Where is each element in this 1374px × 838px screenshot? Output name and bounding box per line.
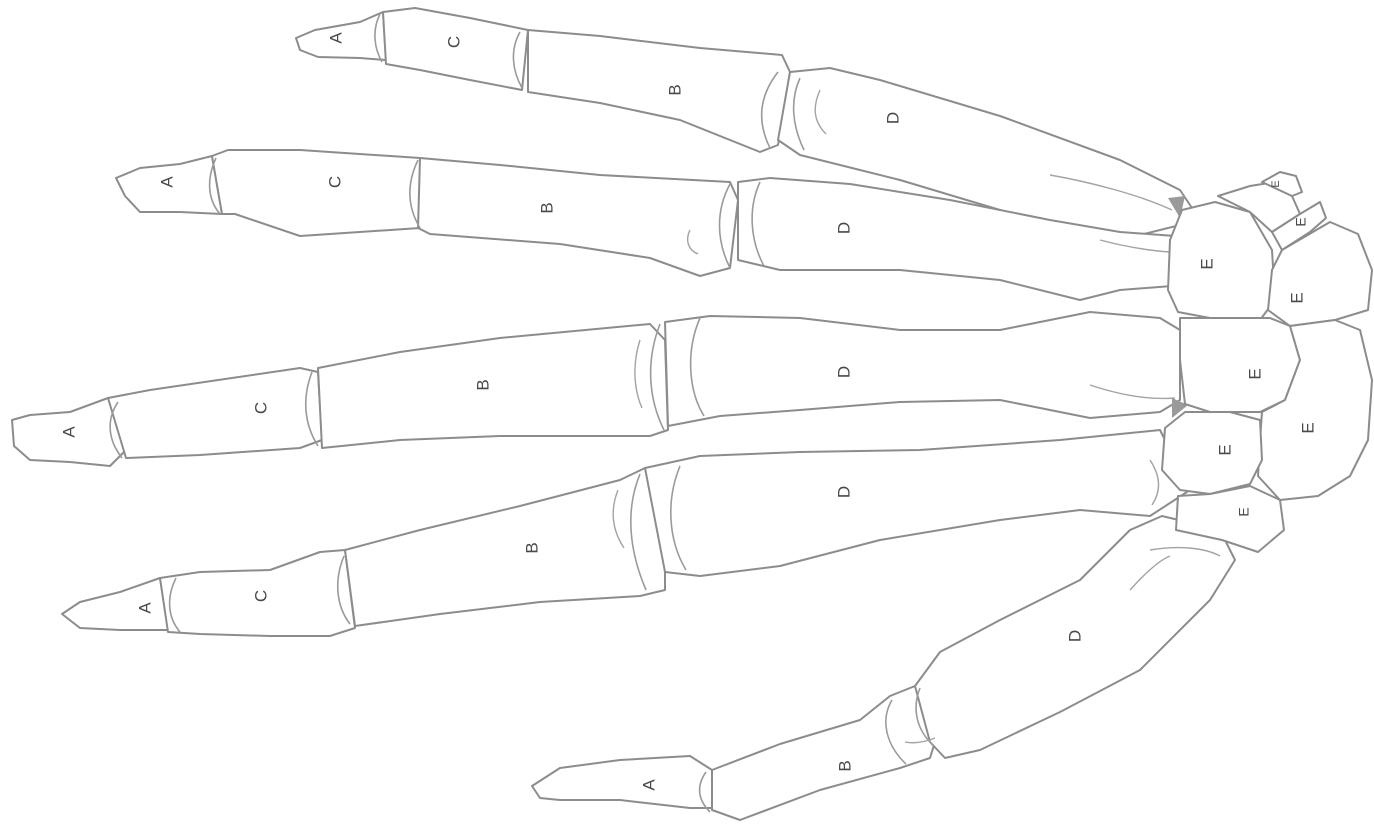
label-c: C bbox=[444, 36, 463, 48]
label-e: E bbox=[1236, 507, 1252, 516]
label-e: E bbox=[1270, 180, 1282, 187]
label-b: B bbox=[522, 542, 541, 553]
finger-3-proximal-phalanx bbox=[318, 324, 668, 448]
label-d: D bbox=[883, 112, 902, 124]
finger-2-middle-phalanx bbox=[212, 150, 430, 236]
finger-3-middle-phalanx bbox=[108, 368, 322, 458]
label-d: D bbox=[834, 222, 853, 234]
label-b: B bbox=[473, 379, 492, 390]
carpal-bones: E E E E E E E E bbox=[1162, 172, 1372, 552]
label-e: E bbox=[1215, 444, 1234, 455]
label-a: A bbox=[326, 32, 345, 44]
label-b: B bbox=[835, 760, 854, 771]
label-c: C bbox=[251, 590, 270, 602]
finger-5-proximal-phalanx bbox=[712, 686, 935, 820]
label-e: E bbox=[1293, 217, 1309, 226]
label-e: E bbox=[1197, 258, 1216, 269]
finger-3-metacarpal bbox=[665, 312, 1180, 426]
carpal-bone-8 bbox=[1162, 412, 1262, 494]
label-a: A bbox=[639, 779, 658, 791]
label-d: D bbox=[834, 486, 853, 498]
carpal-bone-6 bbox=[1180, 318, 1300, 412]
label-a: A bbox=[157, 176, 176, 188]
label-b: B bbox=[537, 202, 556, 213]
label-a: A bbox=[59, 426, 78, 438]
label-b: B bbox=[665, 84, 684, 95]
finger-4: A C B D bbox=[62, 430, 1190, 636]
finger-2-proximal-phalanx bbox=[418, 158, 738, 276]
label-e: E bbox=[1287, 292, 1306, 303]
label-c: C bbox=[325, 176, 344, 188]
label-a: A bbox=[135, 602, 154, 614]
finger-5-distal-phalanx bbox=[532, 756, 712, 808]
label-c: C bbox=[251, 402, 270, 414]
label-d: D bbox=[1065, 630, 1084, 642]
label-d: D bbox=[834, 366, 853, 378]
label-e: E bbox=[1245, 368, 1264, 379]
finger-1-proximal-phalanx bbox=[528, 30, 790, 152]
label-e: E bbox=[1298, 422, 1317, 433]
